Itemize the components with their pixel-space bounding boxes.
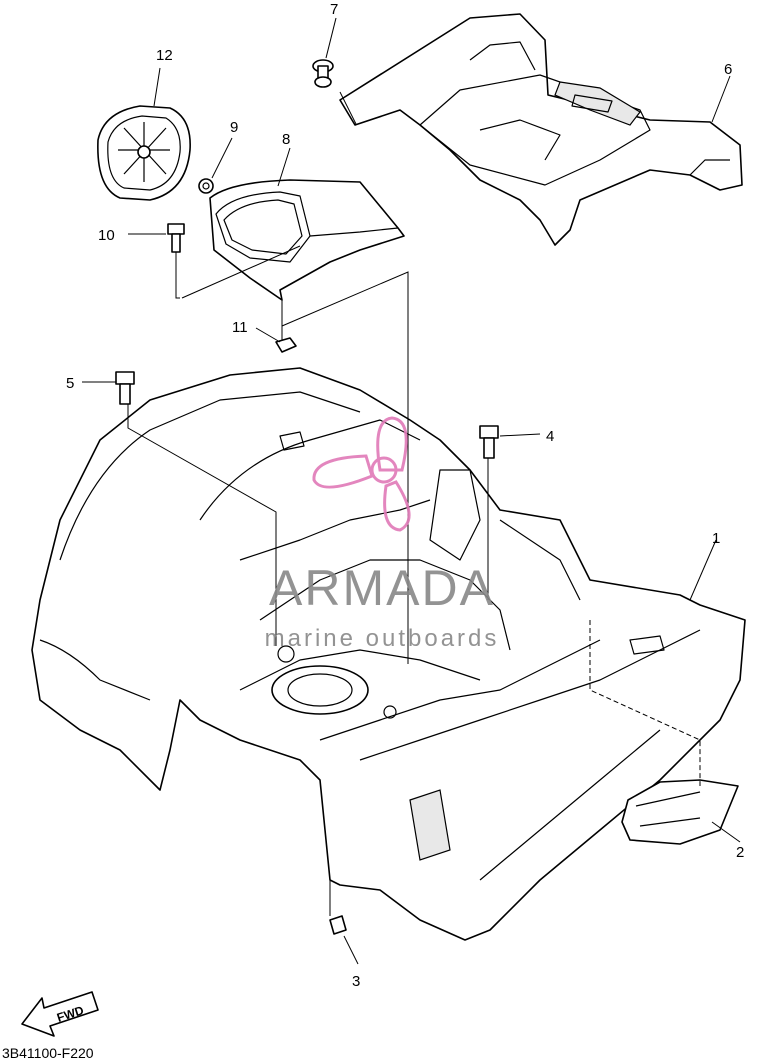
part-4-bolt	[479, 425, 499, 459]
watermark-logo-blade-2	[312, 454, 374, 489]
watermark-logo-blade-3	[383, 480, 411, 532]
watermark-brand: ARMADA	[269, 560, 495, 616]
callout-11: 11	[232, 319, 248, 336]
diagram-code: 3B41100-F220	[2, 1045, 94, 1061]
part-6-rear-cover	[339, 13, 743, 246]
callout-6: 6	[724, 61, 732, 78]
leader-lines	[82, 17, 741, 965]
watermark-propeller-logo	[312, 416, 411, 532]
callout-7: 7	[330, 1, 338, 18]
part-3-clip	[329, 915, 347, 935]
callout-9: 9	[230, 119, 238, 136]
callout-3: 3	[352, 973, 360, 990]
part-11-clip	[275, 337, 297, 353]
part-9-grommet	[198, 178, 214, 194]
callout-12: 12	[156, 47, 173, 64]
callout-4: 4	[546, 428, 554, 445]
fwd-arrow: FWD	[21, 991, 99, 1037]
watermark-logo-hub	[370, 456, 398, 484]
callout-10: 10	[98, 227, 115, 244]
watermark-tagline: marine outboards	[265, 625, 500, 652]
callout-8: 8	[282, 131, 290, 148]
part-7-pin	[312, 59, 334, 88]
part-5-bolt	[115, 371, 135, 405]
callout-5: 5	[66, 375, 74, 392]
part-1-rear-fender	[31, 367, 746, 941]
watermark: ARMADA marine outboards	[265, 416, 500, 652]
part-12-cap	[97, 105, 191, 201]
callout-2: 2	[736, 844, 744, 861]
part-10-bolt	[167, 223, 185, 253]
callout-1: 1	[712, 530, 720, 547]
watermark-logo-blade-1	[376, 416, 408, 472]
callouts: 1 2 3 4 5 6 7 8 9 10 11 12	[66, 1, 744, 990]
part-8-storage-box	[209, 179, 405, 301]
part-2-flap	[621, 779, 739, 845]
